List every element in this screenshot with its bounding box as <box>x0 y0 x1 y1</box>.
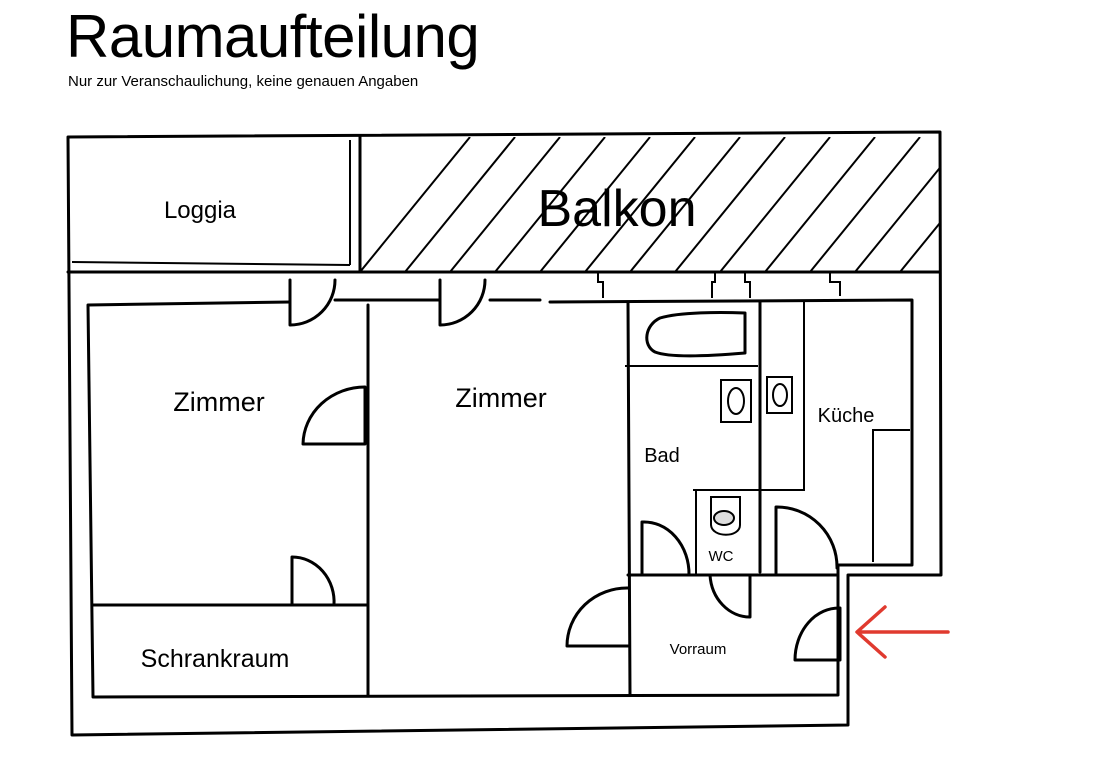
hatch-line <box>404 137 516 272</box>
sink-basin-icon <box>727 387 745 415</box>
hatch-line <box>584 137 696 272</box>
room-label-schrankraum: Schrankraum <box>141 645 290 673</box>
door-icon <box>774 505 839 575</box>
hatch-line <box>1035 137 1101 272</box>
hatch-line <box>629 137 741 272</box>
bathtub-icon <box>645 311 747 358</box>
hatch-line <box>360 137 471 272</box>
door-icon <box>438 278 487 327</box>
page-title: Raumaufteilung <box>66 3 480 70</box>
wall-wc <box>693 302 805 575</box>
sink-icon <box>720 379 752 423</box>
entrance-arrow-icon <box>855 605 950 659</box>
balcony-hatching <box>360 137 1101 272</box>
toilet-seat-icon <box>713 510 735 526</box>
outer-wall <box>66 130 943 737</box>
room-label-zimmer-1: Zimmer <box>173 387 264 417</box>
hatch-line <box>899 221 940 272</box>
room-label-balkon: Balkon <box>538 180 697 238</box>
hatch-line <box>494 137 606 272</box>
sink-icon <box>766 376 793 414</box>
door-icon <box>565 586 630 648</box>
room-label-zimmer-2: Zimmer <box>455 383 546 413</box>
door-icon <box>708 573 752 619</box>
hatch-line <box>539 137 651 272</box>
room-label-bad: Bad <box>644 445 680 467</box>
room-label-kueche: Küche <box>818 405 875 427</box>
hatch-line <box>809 137 921 272</box>
door-icon <box>290 555 336 607</box>
hatch-line <box>854 166 940 272</box>
hatch-line <box>990 137 1100 272</box>
wall-niche <box>597 272 841 298</box>
hatch-line <box>719 137 831 272</box>
room-label-loggia: Loggia <box>164 197 237 224</box>
hatch-line <box>449 137 561 272</box>
door-icon <box>301 385 367 446</box>
hatch-line <box>945 137 1055 272</box>
loggia-rail-bottom <box>71 261 351 266</box>
wall-bad <box>626 300 632 697</box>
entrance-door-icon <box>793 606 842 662</box>
door-icon <box>288 278 337 327</box>
hatch-line <box>764 137 876 272</box>
inner-wall <box>86 298 914 699</box>
door-icons <box>288 278 842 662</box>
toilet-icon <box>710 496 741 536</box>
kitchen-counter <box>872 429 910 562</box>
sink-basin-icon <box>772 383 788 407</box>
page-subtitle: Nur zur Veranschaulichung, keine genauen… <box>68 73 419 90</box>
hatch-line <box>674 137 786 272</box>
room-label-wc: WC <box>709 548 734 565</box>
room-label-vorraum: Vorraum <box>670 641 727 658</box>
door-icon <box>640 520 691 577</box>
